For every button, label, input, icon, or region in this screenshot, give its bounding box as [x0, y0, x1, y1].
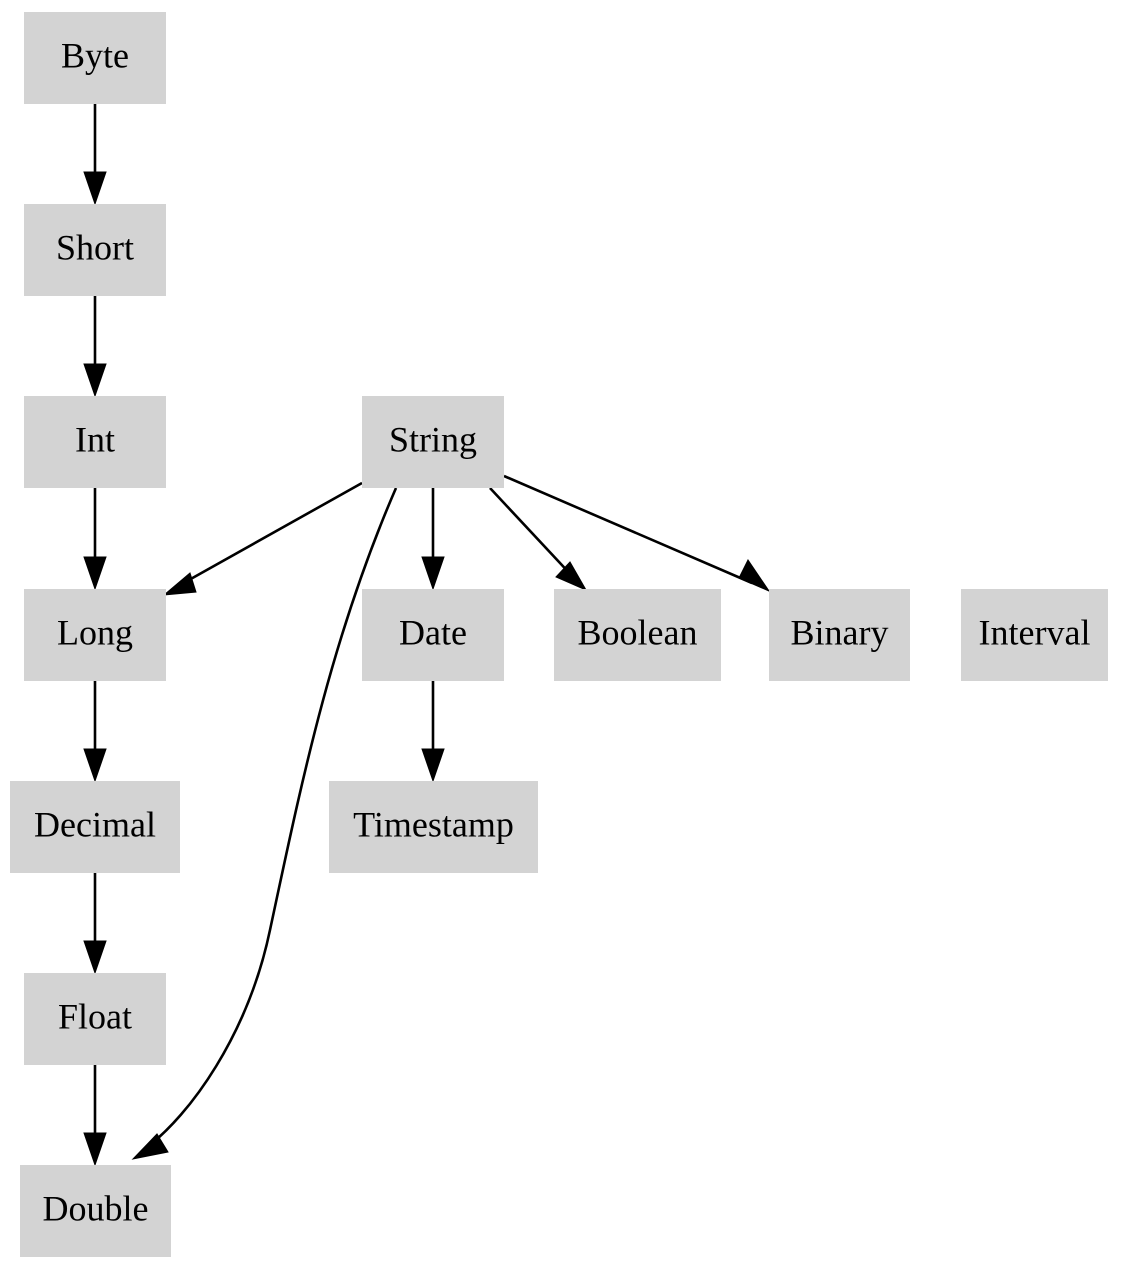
arrowhead-icon — [131, 1133, 169, 1160]
edge-byte-short — [83, 104, 107, 206]
node-label: Long — [57, 612, 133, 652]
node-interval[interactable]: Interval — [961, 589, 1108, 681]
edge-line — [503, 474, 753, 585]
node-box[interactable] — [769, 589, 910, 681]
node-binary[interactable]: Binary — [769, 589, 910, 681]
arrowhead-icon — [83, 940, 107, 975]
node-box[interactable] — [961, 589, 1108, 681]
edge-line — [489, 487, 575, 579]
arrowhead-icon — [421, 556, 445, 591]
arrowhead-icon — [83, 171, 107, 206]
node-label: Timestamp — [353, 804, 514, 844]
arrowhead-icon — [83, 1132, 107, 1167]
arrowhead-icon — [421, 748, 445, 783]
edge-date-timestamp — [421, 681, 445, 783]
node-box[interactable] — [24, 973, 166, 1065]
node-decimal[interactable]: Decimal — [10, 781, 180, 873]
node-box[interactable] — [24, 589, 166, 681]
node-box[interactable] — [362, 396, 504, 488]
node-date[interactable]: Date — [362, 589, 504, 681]
arrowhead-icon — [83, 748, 107, 783]
node-label: Int — [75, 419, 115, 459]
edges-layer — [83, 104, 771, 1167]
arrowhead-icon — [162, 572, 197, 596]
edge-float-double — [83, 1065, 107, 1167]
node-label: Byte — [61, 35, 129, 75]
node-label: Binary — [791, 612, 889, 652]
edge-string-binary — [503, 474, 771, 593]
node-box[interactable] — [10, 781, 180, 873]
edge-line — [179, 481, 363, 587]
edge-string-long — [162, 481, 363, 596]
node-int[interactable]: Int — [24, 396, 166, 488]
node-box[interactable] — [329, 781, 538, 873]
node-string[interactable]: String — [362, 396, 504, 488]
node-short[interactable]: Short — [24, 204, 166, 296]
node-timestamp[interactable]: Timestamp — [329, 781, 538, 873]
node-double[interactable]: Double — [20, 1165, 171, 1257]
node-label: Boolean — [578, 612, 698, 652]
edge-decimal-float — [83, 873, 107, 975]
edge-long-decimal — [83, 681, 107, 783]
arrowhead-icon — [83, 363, 107, 398]
node-box[interactable] — [24, 204, 166, 296]
arrowhead-icon — [555, 561, 588, 592]
node-boolean[interactable]: Boolean — [554, 589, 721, 681]
edge-string-date — [421, 488, 445, 591]
edge-line — [145, 487, 398, 1150]
node-box[interactable] — [362, 589, 504, 681]
edge-string-boolean — [489, 487, 588, 592]
node-label: Short — [56, 227, 134, 267]
node-label: Interval — [979, 612, 1091, 652]
node-box[interactable] — [20, 1165, 171, 1257]
node-box[interactable] — [24, 396, 166, 488]
node-label: String — [389, 419, 477, 459]
edge-short-int — [83, 296, 107, 398]
arrowhead-icon — [738, 559, 771, 593]
arrowhead-icon — [83, 556, 107, 591]
edge-string-double — [131, 487, 398, 1160]
node-label: Float — [58, 996, 132, 1036]
node-long[interactable]: Long — [24, 589, 166, 681]
node-byte[interactable]: Byte — [24, 12, 166, 104]
edge-int-long — [83, 488, 107, 591]
node-float[interactable]: Float — [24, 973, 166, 1065]
node-label: Date — [399, 612, 467, 652]
node-label: Decimal — [34, 804, 156, 844]
node-box[interactable] — [24, 12, 166, 104]
node-label: Double — [43, 1188, 149, 1228]
node-box[interactable] — [554, 589, 721, 681]
